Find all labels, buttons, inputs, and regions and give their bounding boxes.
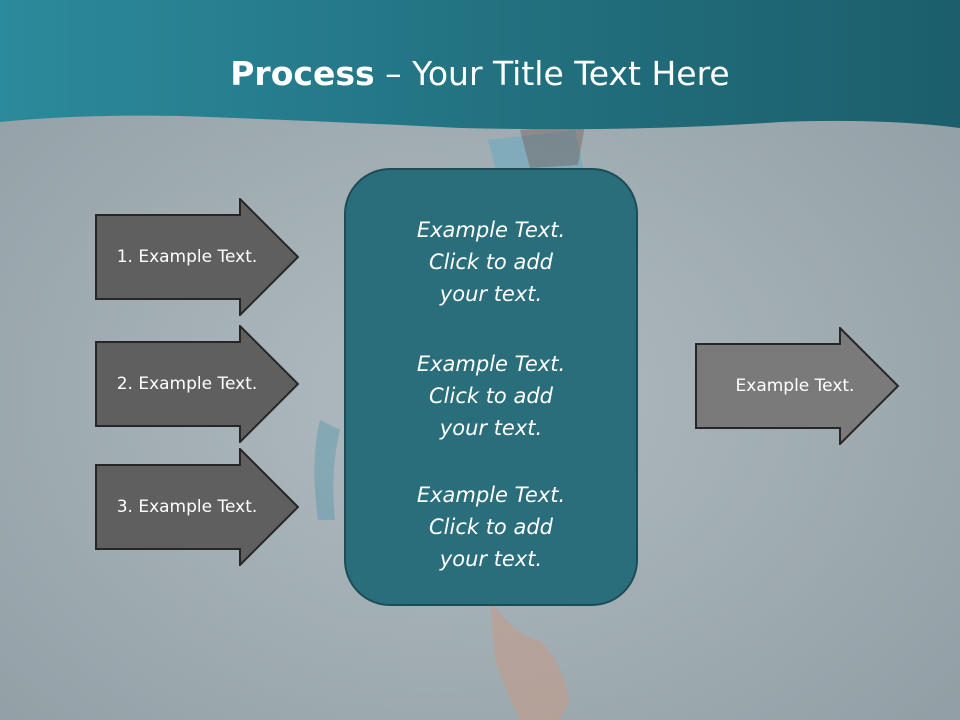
block-3-line-3: your text. <box>439 547 543 571</box>
process-text-block-3: Example Text. Click to add your text. <box>346 479 636 575</box>
title-text: – Your Title Text Here <box>374 54 730 93</box>
input-arrow-3: 3. Example Text. <box>95 448 299 566</box>
process-box: Example Text. Click to add your text. Ex… <box>344 168 638 606</box>
block-2-line-1: Example Text. <box>416 352 566 376</box>
block-3-line-1: Example Text. <box>416 483 566 507</box>
input-arrow-1-label: 1. Example Text. <box>116 247 258 267</box>
header-band <box>0 0 960 130</box>
block-2-line-2: Click to add <box>428 384 553 408</box>
input-arrow-2-label: 2. Example Text. <box>116 374 258 394</box>
input-arrow-2: 2. Example Text. <box>95 325 299 443</box>
block-1-line-1: Example Text. <box>416 218 566 242</box>
process-text-block-1: Example Text. Click to add your text. <box>346 214 636 310</box>
slide-title: Process – Your Title Text Here <box>0 52 960 96</box>
block-3-line-2: Click to add <box>428 515 553 539</box>
output-arrow: Example Text. <box>695 327 899 445</box>
input-arrow-3-label: 3. Example Text. <box>116 497 258 517</box>
process-text-block-2: Example Text. Click to add your text. <box>346 348 636 444</box>
block-1-line-3: your text. <box>439 282 543 306</box>
block-2-line-3: your text. <box>439 416 543 440</box>
title-bold: Process <box>230 54 375 93</box>
output-arrow-label: Example Text. <box>735 376 855 396</box>
block-1-line-2: Click to add <box>428 250 553 274</box>
input-arrow-1: 1. Example Text. <box>95 198 299 316</box>
